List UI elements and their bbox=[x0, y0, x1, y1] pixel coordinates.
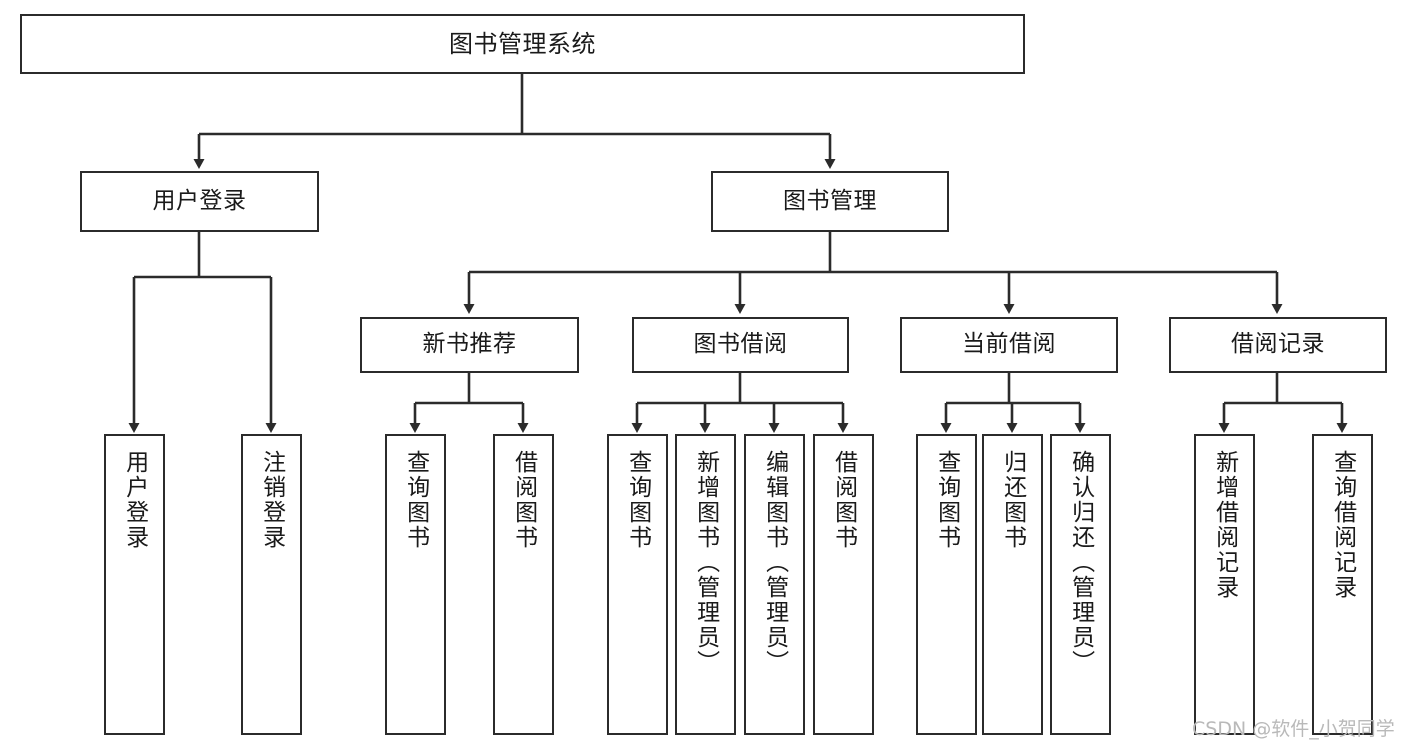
node-book-borrow-label: 图书借阅 bbox=[693, 331, 788, 358]
node-query-book-2[interactable]: 查询图书 bbox=[607, 434, 668, 735]
node-borrow-record-label: 借阅记录 bbox=[1231, 331, 1325, 358]
node-query-book-1-label: 查询图书 bbox=[402, 450, 429, 550]
node-query-book-1[interactable]: 查询图书 bbox=[385, 434, 446, 735]
node-root[interactable]: 图书管理系统 bbox=[20, 14, 1025, 74]
node-borrow-book-1-label: 借阅图书 bbox=[510, 450, 537, 550]
node-edit-book[interactable]: 编辑图书（管理员） bbox=[744, 434, 805, 735]
node-add-book-label: 新增图书（管理员） bbox=[692, 450, 719, 675]
node-add-book[interactable]: 新增图书（管理员） bbox=[675, 434, 736, 735]
node-book-management-label: 图书管理 bbox=[783, 187, 877, 214]
csdn-watermark: CSDN @软件_小贺同学 bbox=[1192, 718, 1395, 740]
node-logout-label: 注销登录 bbox=[258, 450, 285, 550]
node-user-login-label: 用户登录 bbox=[152, 187, 247, 214]
node-return-book[interactable]: 归还图书 bbox=[982, 434, 1043, 735]
node-borrow-book-1[interactable]: 借阅图书 bbox=[493, 434, 554, 735]
node-current-borrow[interactable]: 当前借阅 bbox=[900, 317, 1118, 373]
node-confirm-return[interactable]: 确认归还（管理员） bbox=[1050, 434, 1111, 735]
node-borrow-book-2[interactable]: 借阅图书 bbox=[813, 434, 874, 735]
node-add-borrow-record-label: 新增借阅记录 bbox=[1211, 450, 1238, 600]
node-query-book-3[interactable]: 查询图书 bbox=[916, 434, 977, 735]
node-query-book-3-label: 查询图书 bbox=[933, 450, 960, 550]
node-query-borrow-record-label: 查询借阅记录 bbox=[1329, 450, 1356, 600]
node-confirm-return-label: 确认归还（管理员） bbox=[1067, 450, 1094, 675]
node-root-label: 图书管理系统 bbox=[449, 29, 596, 58]
node-query-book-2-label: 查询图书 bbox=[624, 450, 651, 550]
node-borrow-book-2-label: 借阅图书 bbox=[830, 450, 857, 550]
node-user-login[interactable]: 用户登录 bbox=[80, 171, 319, 232]
node-add-borrow-record[interactable]: 新增借阅记录 bbox=[1194, 434, 1255, 735]
node-book-borrow[interactable]: 图书借阅 bbox=[632, 317, 849, 373]
node-login-label: 用户登录 bbox=[121, 450, 148, 550]
node-edit-book-label: 编辑图书（管理员） bbox=[761, 450, 788, 675]
node-new-book-recommend[interactable]: 新书推荐 bbox=[360, 317, 579, 373]
node-borrow-record[interactable]: 借阅记录 bbox=[1169, 317, 1387, 373]
node-query-borrow-record[interactable]: 查询借阅记录 bbox=[1312, 434, 1373, 735]
node-login[interactable]: 用户登录 bbox=[104, 434, 165, 735]
node-logout[interactable]: 注销登录 bbox=[241, 434, 302, 735]
node-current-borrow-label: 当前借阅 bbox=[962, 331, 1056, 358]
node-new-book-recommend-label: 新书推荐 bbox=[422, 331, 517, 358]
node-book-management[interactable]: 图书管理 bbox=[711, 171, 949, 232]
node-return-book-label: 归还图书 bbox=[999, 450, 1026, 550]
